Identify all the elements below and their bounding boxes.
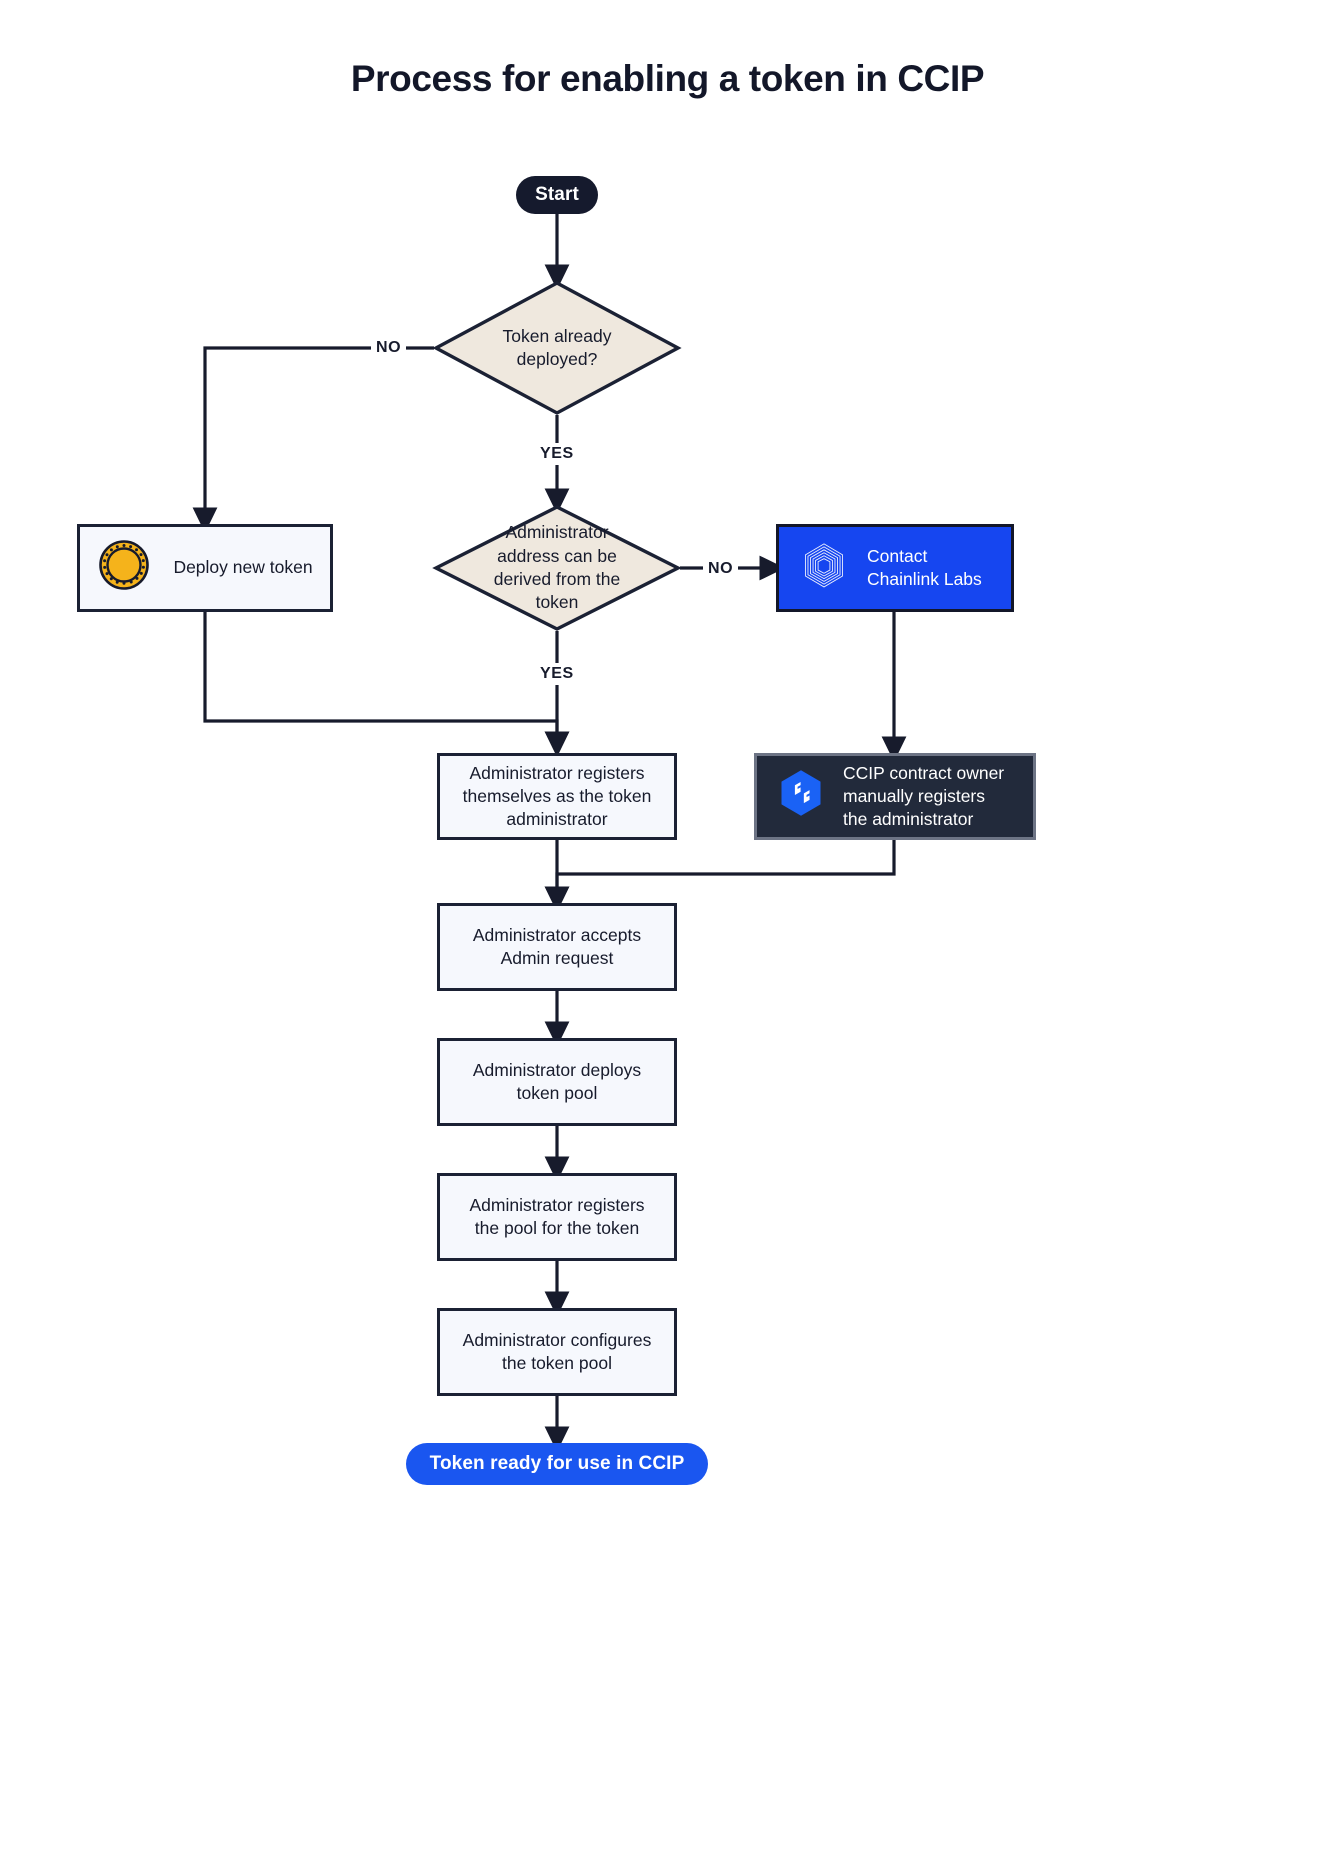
node-admin-registers-self[interactable]: Administrator registers themselves as th…: [437, 753, 677, 840]
node-ccip-owner-registers[interactable]: CCIP contract owner manually registers t…: [754, 753, 1036, 840]
node-admin-deploys-pool-label: Administrator deploys token pool: [472, 1059, 642, 1103]
edge-label-derived-no: NO: [703, 558, 739, 580]
node-contact-chainlink-labs[interactable]: Contact Chainlink Labs: [776, 524, 1014, 612]
edge-label-deployed-no: NO: [371, 337, 407, 359]
node-decision-admin-derived[interactable]: Administrator address can be derived fro…: [432, 505, 682, 631]
edge-decision1-no-to-deploy: [192, 346, 434, 533]
node-admin-registers-pool[interactable]: Administrator registers the pool for the…: [437, 1173, 677, 1261]
node-decision-admin-derived-label: Administrator address can be derived fro…: [493, 522, 621, 613]
gold-coin-icon: [98, 539, 150, 597]
node-start[interactable]: Start: [516, 176, 598, 214]
node-admin-accepts[interactable]: Administrator accepts Admin request: [437, 903, 677, 991]
edge-ccipowner-to-accepts: [544, 840, 896, 912]
edge-label-derived-yes: YES: [535, 663, 579, 685]
ccip-hex-icon: [775, 767, 827, 825]
node-admin-deploys-pool[interactable]: Administrator deploys token pool: [437, 1038, 677, 1126]
node-decision-token-deployed[interactable]: Token already deployed?: [432, 281, 682, 415]
decision-token-deployed-shape: [432, 281, 682, 415]
node-admin-configures-pool[interactable]: Administrator configures the token pool: [437, 1308, 677, 1396]
node-admin-accepts-label: Administrator accepts Admin request: [472, 924, 642, 968]
edge-deploy-to-register: [203, 611, 570, 757]
edge-label-deployed-yes: YES: [535, 443, 579, 465]
node-deploy-new-token-label: Deploy new token: [173, 557, 313, 578]
decision-admin-derived-shape: [432, 505, 682, 631]
chainlink-logo-icon: [797, 538, 851, 598]
page-title: Process for enabling a token in CCIP: [350, 58, 985, 99]
node-admin-registers-pool-label: Administrator registers the pool for the…: [469, 1194, 645, 1238]
node-ccip-owner-registers-label: CCIP contract owner manually registers t…: [843, 762, 1005, 830]
node-admin-configures-pool-label: Administrator configures the token pool: [462, 1329, 652, 1373]
node-end-label: Token ready for use in CCIP: [429, 1453, 685, 1474]
node-admin-registers-self-label: Administrator registers themselves as th…: [462, 762, 652, 830]
node-deploy-new-token[interactable]: Deploy new token: [77, 524, 333, 612]
node-decision-token-deployed-label: Token already deployed?: [502, 325, 612, 369]
node-contact-chainlink-labs-label: Contact Chainlink Labs: [867, 545, 982, 589]
node-start-label: Start: [535, 184, 579, 205]
node-end[interactable]: Token ready for use in CCIP: [406, 1443, 708, 1485]
